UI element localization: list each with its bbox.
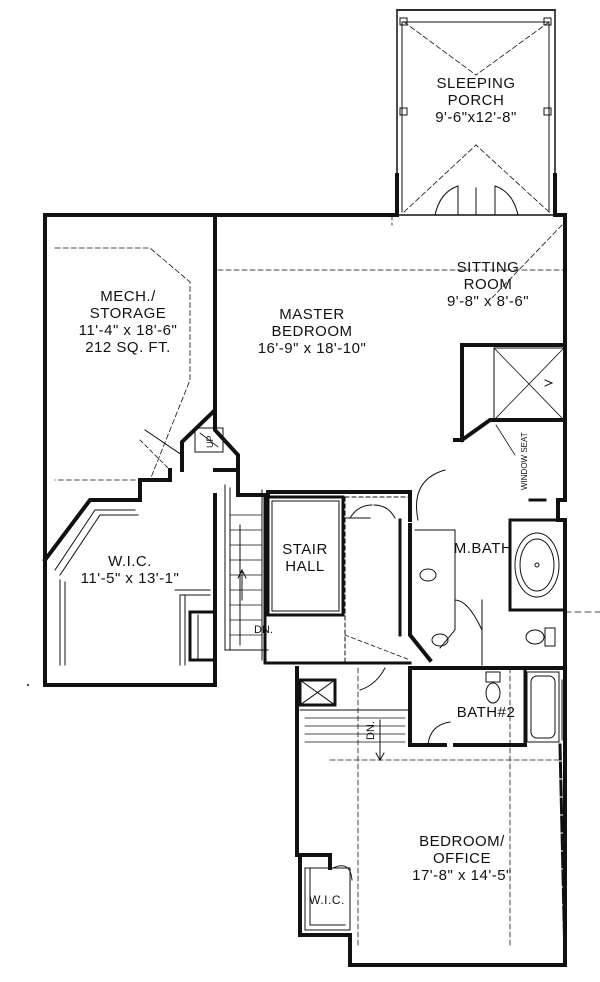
- stair-down-annotation-1: DN.: [254, 624, 273, 636]
- wic-main-label: W.I.C. 11'-5" x 13'-1": [81, 553, 180, 587]
- lower-stair: [298, 667, 561, 946]
- sleeping-porch-name-1: SLEEPING: [436, 75, 516, 92]
- bath-2: [408, 666, 563, 747]
- stair-hall-label: STAIR HALL: [282, 541, 328, 575]
- master-bedroom-label: MASTER BEDROOM 16'-9" x 18'-10": [258, 306, 367, 357]
- mech-storage-room: [54, 213, 217, 481]
- sleeping-porch-outline: [395, 9, 557, 217]
- master-bath-label: M.BATH: [454, 540, 513, 557]
- sitting-room-name-1: SITTING: [456, 259, 520, 276]
- window-seat-annotation: WINDOW SEAT: [520, 432, 529, 490]
- wic-main-dims: 11'-5" x 13'-1": [80, 570, 180, 587]
- sleeping-porch-label: SLEEPING PORCH 9'-6"x12'-8": [435, 75, 517, 126]
- mech-storage-area: 212 SQ. FT.: [85, 339, 171, 356]
- stair-up-annotation: UP: [205, 435, 215, 448]
- bath-2-name: BATH#2: [456, 704, 516, 721]
- wic-small-name: W.I.C.: [309, 893, 345, 907]
- bath-2-label: BATH#2: [457, 704, 516, 721]
- wic-small-label: W.I.C.: [309, 892, 345, 909]
- master-bedroom-dims: 16'-9" x 18'-10": [257, 340, 367, 357]
- small-wic: [298, 853, 353, 931]
- sitting-room-name-2: ROOM: [463, 276, 513, 293]
- master-bedroom-guides: [217, 214, 566, 301]
- stair-hall: [224, 484, 412, 665]
- stair-hall-name-1: STAIR: [282, 541, 328, 558]
- wic-main-name: W.I.C.: [108, 553, 152, 570]
- sitting-room-label: SITTING ROOM 9'-8" x 8'-6": [447, 259, 529, 310]
- master-bath-name: M.BATH: [453, 540, 513, 557]
- mech-storage-dims: 11'-4" x 18'-6": [78, 322, 178, 339]
- bedroom-office-dims: 17'-8" x 14'-5": [412, 867, 512, 884]
- master-bedroom-name-1: MASTER: [279, 306, 345, 323]
- bedroom-office-label: BEDROOM/ OFFICE 17'-8" x 14'-5": [412, 833, 512, 884]
- mech-storage-label: MECH./ STORAGE 11'-4" x 18'-6" 212 SQ. F…: [79, 288, 178, 356]
- master-bath: [408, 343, 600, 666]
- bedroom-office-name-1: BEDROOM/: [419, 833, 505, 850]
- mech-storage-name-1: MECH./: [100, 288, 156, 305]
- sleeping-porch-dims: 9'-6"x12'-8": [435, 109, 517, 126]
- sleeping-porch-name-2: PORCH: [447, 92, 505, 109]
- master-bedroom-name-2: BEDROOM: [271, 323, 353, 340]
- stair-hall-name-2: HALL: [285, 558, 325, 575]
- stair-landing: [188, 408, 270, 662]
- mech-storage-name-2: STORAGE: [89, 305, 167, 322]
- exterior-walls: [43, 213, 567, 967]
- bedroom-office-name-2: OFFICE: [432, 850, 491, 867]
- sitting-room-dims: 9'-8" x 8'-6": [446, 293, 530, 310]
- stair-down-annotation-2: DN.: [365, 721, 377, 740]
